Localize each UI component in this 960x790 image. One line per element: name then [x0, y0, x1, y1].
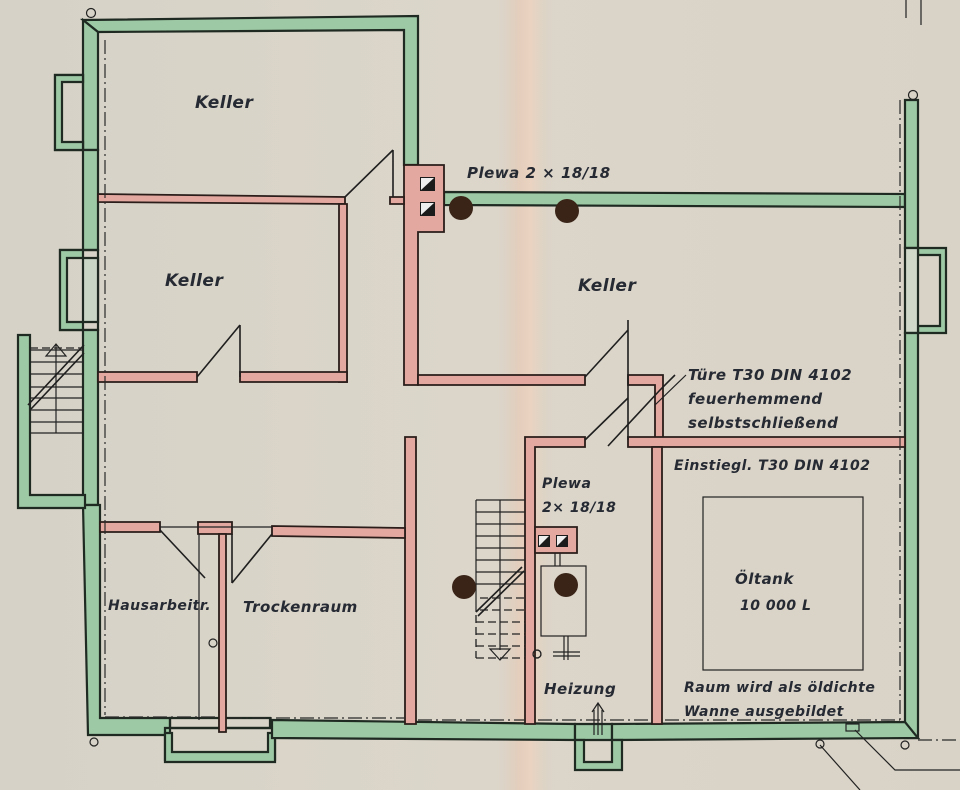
annotations: Plewa 2 × 18/18 Plewa 2× 18/18 Türe T30 … [467, 164, 875, 720]
detail-lines [27, 0, 960, 790]
stair-down-arrow-icon [488, 648, 512, 661]
hatch-note: Einstiegl. T30 DIN 4102 [674, 458, 870, 474]
tank-capacity: 10 000 L [740, 598, 811, 614]
door-note-line-1: Türe T30 DIN 4102 [688, 366, 852, 384]
room-label-oeltank: Öltank [735, 569, 794, 588]
door-note-line-3: selbstschließend [688, 414, 838, 432]
chimney-heating-label-1: Plewa [542, 476, 591, 492]
chimney-flue-icon [420, 177, 568, 547]
chimney-top-label: Plewa 2 × 18/18 [467, 164, 611, 182]
room-note-line-1: Raum wird als öldichte [684, 680, 875, 696]
room-labels: Keller Keller Keller Hausarbeitr. Trocke… [108, 93, 794, 698]
stair-up-arrow-icon [44, 343, 68, 357]
room-label-heizung: Heizung [544, 680, 616, 698]
punch-hole-icon [449, 196, 579, 599]
oil-tank-outline [702, 496, 864, 671]
exterior-walls [16, 14, 948, 772]
room-label-keller-2: Keller [165, 271, 224, 291]
room-label-hausarbeit: Hausarbeitr. [108, 598, 211, 614]
room-label-keller-3: Keller [578, 276, 637, 296]
room-note-line-2: Wanne ausgebildet [684, 704, 845, 720]
room-label-trockenraum: Trockenraum [243, 598, 358, 616]
room-label-keller-1: Keller [195, 93, 254, 113]
door-note-line-2: feuerhemmend [688, 390, 823, 408]
chimney-heating-label-2: 2× 18/18 [542, 500, 616, 516]
